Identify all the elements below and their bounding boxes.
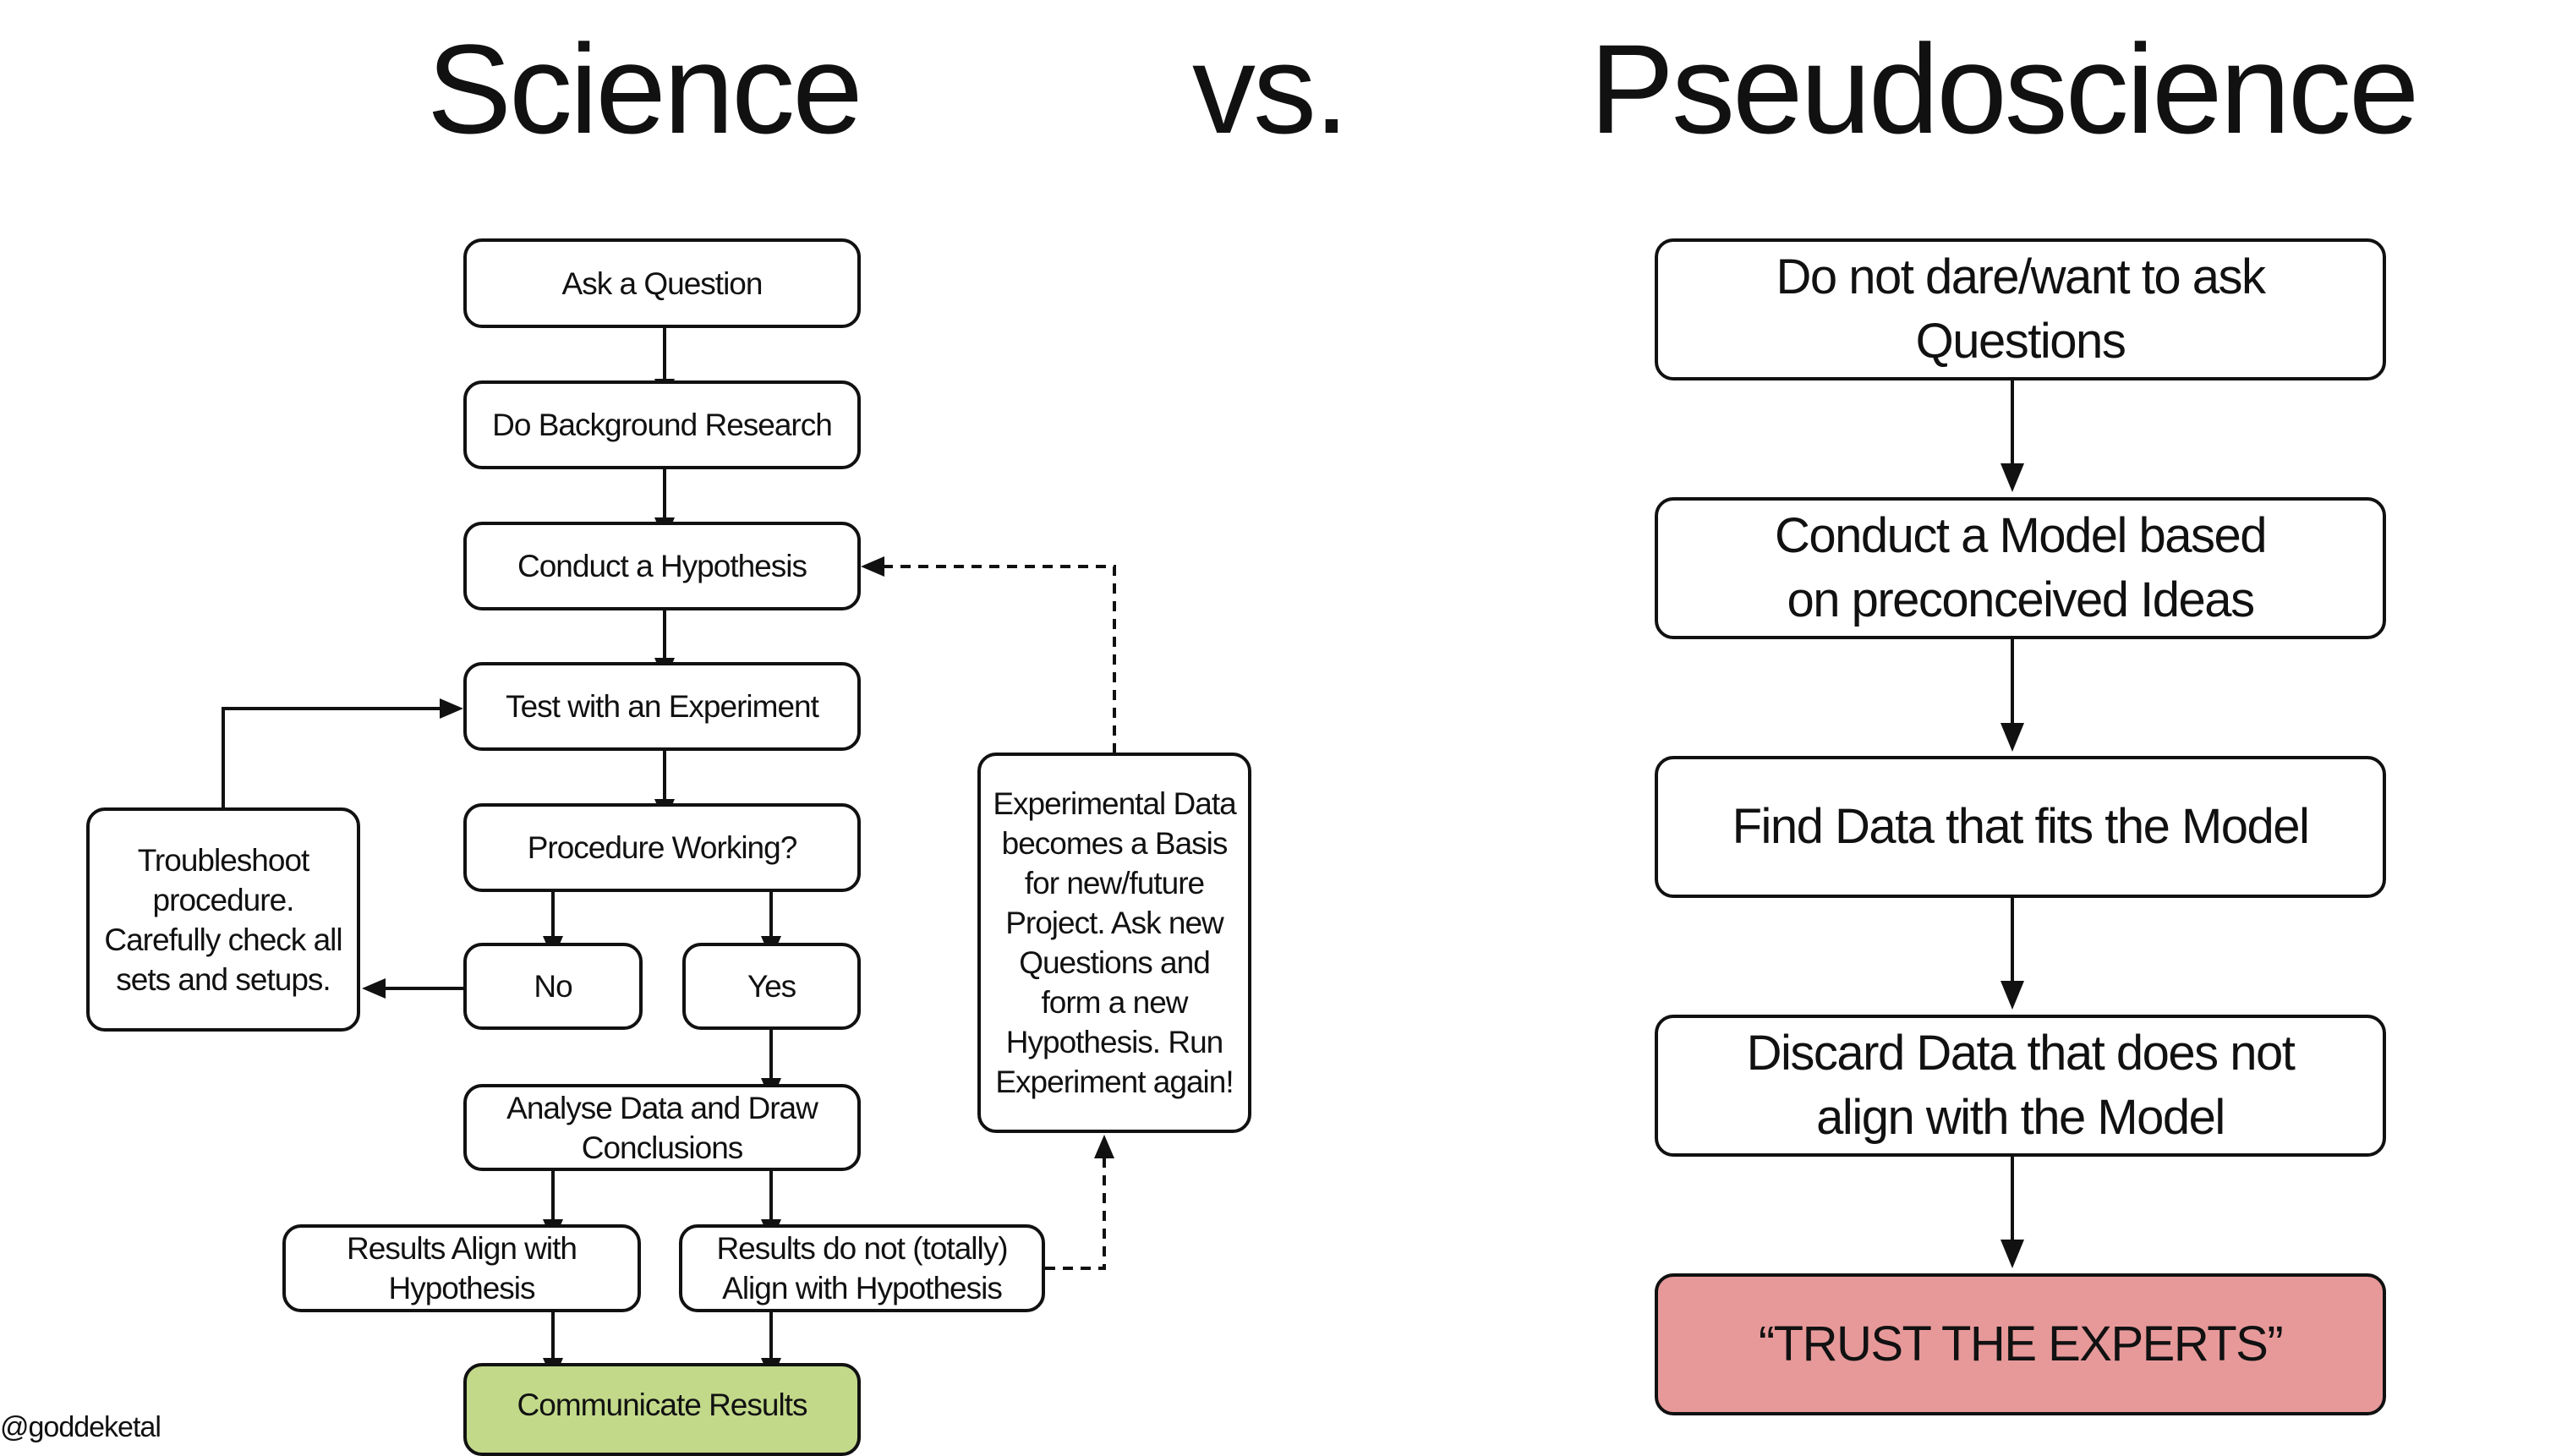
ask-question-box: Ask a Question: [463, 238, 861, 328]
analyse-data-box: Analyse Data and Draw Conclusions: [463, 1084, 861, 1171]
troubleshoot-box: Troubleshoot procedure. Carefully check …: [86, 807, 360, 1032]
results-align-label: Results Align with Hypothesis: [347, 1231, 577, 1305]
find-data-box: Find Data that fits the Model: [1655, 756, 2386, 898]
experimental-data-box: Experimental Data becomes a Basis for ne…: [977, 753, 1251, 1133]
hypothesis-label: Conduct a Hypothesis: [517, 549, 807, 583]
procedure-working-label: Procedure Working?: [527, 830, 798, 865]
no-questions-box: Do not dare/want to ask Questions: [1655, 238, 2386, 380]
no-label: No: [534, 969, 572, 1004]
title-pseudoscience: Pseudoscience: [1590, 18, 2419, 160]
troubleshoot-label: Troubleshoot procedure. Carefully check …: [104, 842, 342, 997]
background-research-box: Do Background Research: [463, 380, 861, 469]
experimental-data-label: Experimental Data becomes a Basis for ne…: [993, 786, 1236, 1099]
test-experiment-label: Test with an Experiment: [506, 689, 819, 724]
preconceived-model-label: Conduct a Model based on preconceived Id…: [1774, 508, 2268, 627]
watermark: @goddeketal: [0, 1411, 161, 1443]
yes-label: Yes: [747, 969, 796, 1004]
title-science: Science: [427, 18, 863, 160]
discard-data-label: Discard Data that does not align with th…: [1746, 1026, 2296, 1145]
yes-box: Yes: [682, 943, 861, 1030]
ask-question-label: Ask a Question: [561, 265, 764, 301]
background-research-label: Do Background Research: [492, 408, 833, 442]
results-align-box: Results Align with Hypothesis: [282, 1224, 641, 1312]
find-data-label: Find Data that fits the Model: [1732, 799, 2310, 854]
title-vs: vs.: [1192, 18, 1349, 160]
preconceived-model-box: Conduct a Model based on preconceived Id…: [1655, 497, 2386, 639]
discard-data-box: Discard Data that does not align with th…: [1655, 1015, 2386, 1157]
trust-experts-label: “TRUST THE EXPERTS”: [1758, 1316, 2284, 1371]
test-experiment-box: Test with an Experiment: [463, 662, 861, 751]
hypothesis-box: Conduct a Hypothesis: [463, 522, 861, 610]
communicate-results-label: Communicate Results: [517, 1388, 808, 1422]
no-box: No: [463, 943, 643, 1030]
analyse-data-label: Analyse Data and Draw Conclusions: [506, 1090, 818, 1165]
results-not-align-box: Results do not (totally) Align with Hypo…: [679, 1224, 1045, 1312]
procedure-working-box: Procedure Working?: [463, 803, 861, 892]
trust-experts-box: “TRUST THE EXPERTS”: [1655, 1273, 2386, 1415]
results-not-align-label: Results do not (totally) Align with Hypo…: [716, 1231, 1008, 1305]
no-questions-label: Do not dare/want to ask Questions: [1776, 249, 2266, 369]
communicate-results-box: Communicate Results: [463, 1363, 861, 1456]
